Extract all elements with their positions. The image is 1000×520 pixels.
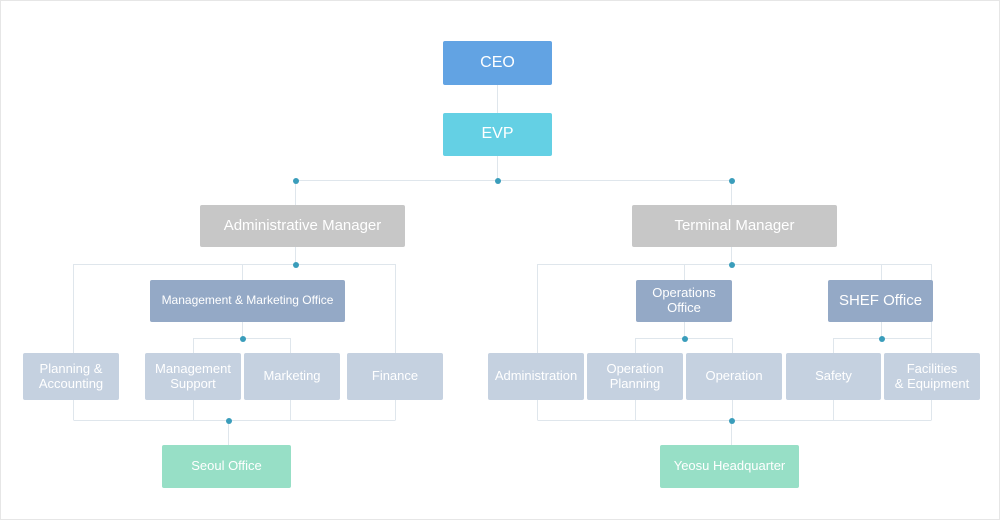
node-label: Operations Office (652, 285, 716, 315)
node-label: Administrative Manager (223, 217, 382, 235)
node-label: Planning & Accounting (38, 360, 104, 391)
node-label: Administration (494, 368, 578, 384)
node-label: Operation (705, 368, 763, 384)
node-evp[interactable]: EVP (443, 113, 552, 156)
node-facilities-equipment[interactable]: Facilities & Equipment (884, 353, 980, 400)
node-label: Management & Marketing Office (161, 293, 334, 308)
node-marketing[interactable]: Marketing (244, 353, 340, 400)
junction-dot (878, 335, 885, 342)
node-planning-accounting[interactable]: Planning & Accounting (23, 353, 119, 400)
node-finance[interactable]: Finance (347, 353, 443, 400)
junction-dot (681, 335, 688, 342)
node-yeosu-headquarter[interactable]: Yeosu Headquarter (660, 445, 799, 488)
node-label: Yeosu Headquarter (673, 458, 786, 474)
junction-dot (292, 177, 299, 184)
node-operation-planning[interactable]: Operation Planning (587, 353, 683, 400)
node-management-marketing-office[interactable]: Management & Marketing Office (150, 280, 345, 322)
junction-dot (239, 335, 246, 342)
node-label: Terminal Manager (674, 217, 795, 235)
junction-dot (728, 261, 735, 268)
node-label: Management Support (155, 360, 231, 391)
junction-dot (728, 177, 735, 184)
node-seoul-office[interactable]: Seoul Office (162, 445, 291, 488)
node-ceo[interactable]: CEO (443, 41, 552, 85)
node-shef-office[interactable]: SHEF Office (828, 280, 933, 322)
junction-dot (494, 177, 501, 184)
node-terminal-manager[interactable]: Terminal Manager (632, 205, 837, 247)
node-label: Facilities & Equipment (894, 360, 970, 391)
node-label: Marketing (263, 368, 321, 384)
node-operation[interactable]: Operation (686, 353, 782, 400)
node-label: SHEF Office (838, 292, 923, 310)
node-label: EVP (481, 125, 514, 143)
node-management-support[interactable]: Management Support (145, 353, 241, 400)
node-administration[interactable]: Administration (488, 353, 584, 400)
junction-dot (728, 417, 735, 424)
node-administrative-manager[interactable]: Administrative Manager (200, 205, 405, 247)
junction-dot (225, 417, 232, 424)
node-label: CEO (480, 53, 515, 71)
node-label: Operation Planning (606, 360, 664, 391)
junction-dot (292, 261, 299, 268)
node-safety[interactable]: Safety (786, 353, 881, 400)
node-label: Finance (371, 368, 419, 384)
node-label: Safety (815, 368, 852, 384)
node-operations-office[interactable]: Operations Office (636, 280, 732, 322)
node-label: Seoul Office (191, 458, 262, 474)
